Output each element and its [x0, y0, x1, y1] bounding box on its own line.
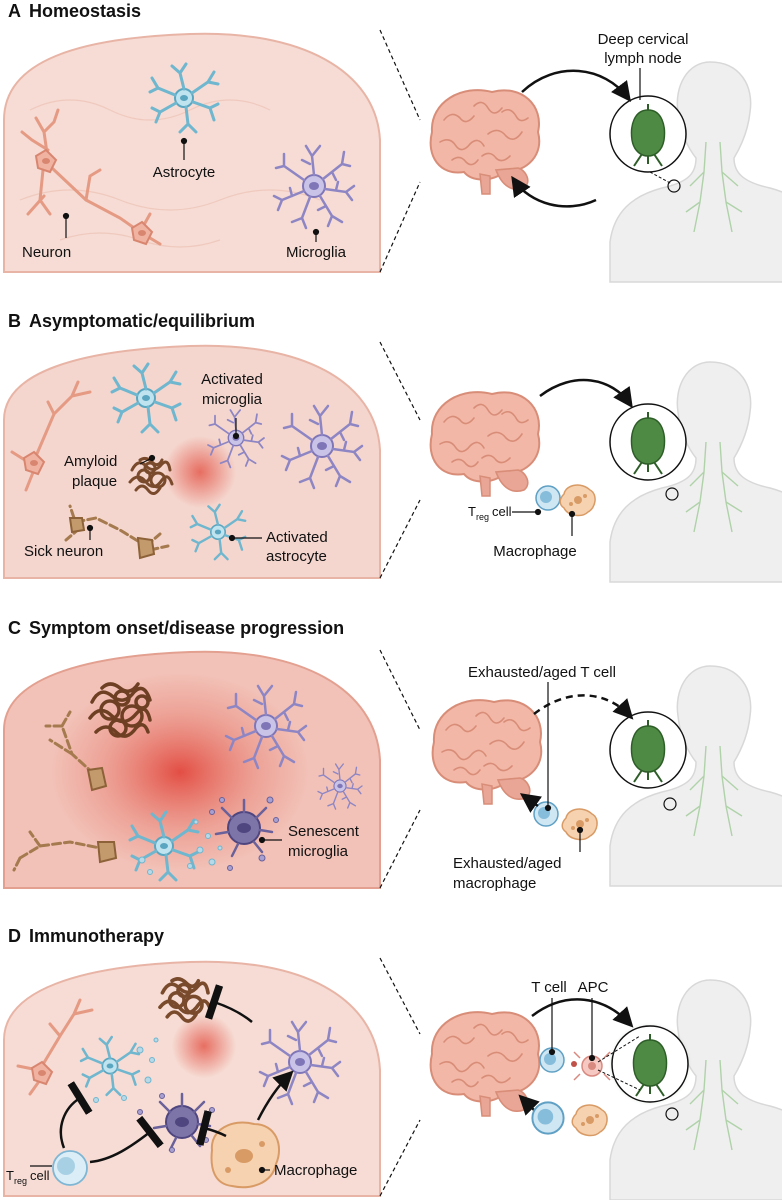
- label-amyloid-2: plaque: [72, 473, 117, 490]
- label-activated-astrocyte-1: Activated: [266, 529, 328, 546]
- label-lymph-1: Deep cervical: [598, 31, 689, 48]
- label-activated-astrocyte-2: astrocyte: [266, 548, 327, 565]
- label-exhausted-tcell: Exhausted/aged T cell: [468, 664, 616, 681]
- label-astrocyte: Astrocyte: [153, 164, 216, 181]
- label-tcell-d: T cell: [531, 979, 567, 996]
- label-sick-neuron: Sick neuron: [24, 543, 103, 560]
- label-macrophage-d: Macrophage: [274, 1162, 357, 1179]
- debris-particles-c: [138, 819, 223, 875]
- apc-d: [571, 1051, 611, 1081]
- label-amyloid-1: Amyloid: [64, 453, 117, 470]
- treg-cell-b: [535, 485, 561, 511]
- senescent-microglia-c: [214, 798, 274, 858]
- label-activated-microglia-1: Activated: [201, 371, 263, 388]
- label-exhausted-macrophage-1: Exhausted/aged: [453, 855, 561, 872]
- brain-organ-b: [429, 391, 541, 497]
- neuron-d: [16, 998, 94, 1096]
- treg-cell-d: [52, 1150, 88, 1186]
- label-exhausted-macrophage-2: macrophage: [453, 875, 536, 892]
- macrophage-d-right: [571, 1104, 608, 1137]
- label-senescent-1: Senescent: [288, 823, 360, 840]
- label-microglia: Microglia: [286, 244, 347, 261]
- lymph-node-c: [609, 711, 687, 789]
- label-apc-d: APC: [578, 979, 609, 996]
- macrophage-b: [559, 484, 596, 517]
- brain-organ-a: [429, 89, 541, 195]
- label-senescent-2: microglia: [288, 843, 349, 860]
- brain-tissue-d: [3, 960, 381, 1197]
- label-lymph-2: lymph node: [604, 50, 682, 67]
- sick-neuron-b: [64, 504, 170, 560]
- sick-neuron-c-bottom: [12, 830, 118, 872]
- lymph-node-b: [609, 403, 687, 481]
- body-silhouette-a: [609, 61, 782, 283]
- lymph-node-d: [611, 1025, 689, 1103]
- neuron-b: [10, 380, 92, 492]
- macrophage-d: [210, 1121, 280, 1189]
- neuron-a: [20, 108, 162, 246]
- tcell-d-large: [531, 1101, 565, 1135]
- label-activated-microglia-2: microglia: [202, 391, 263, 408]
- label-macrophage-b: Macrophage: [493, 543, 576, 560]
- sick-neuron-c-top: [44, 710, 108, 792]
- brain-organ-c: [431, 699, 543, 805]
- lymph-node-a: [609, 95, 687, 173]
- label-neuron: Neuron: [22, 244, 71, 261]
- brain-tissue-a: [3, 32, 381, 273]
